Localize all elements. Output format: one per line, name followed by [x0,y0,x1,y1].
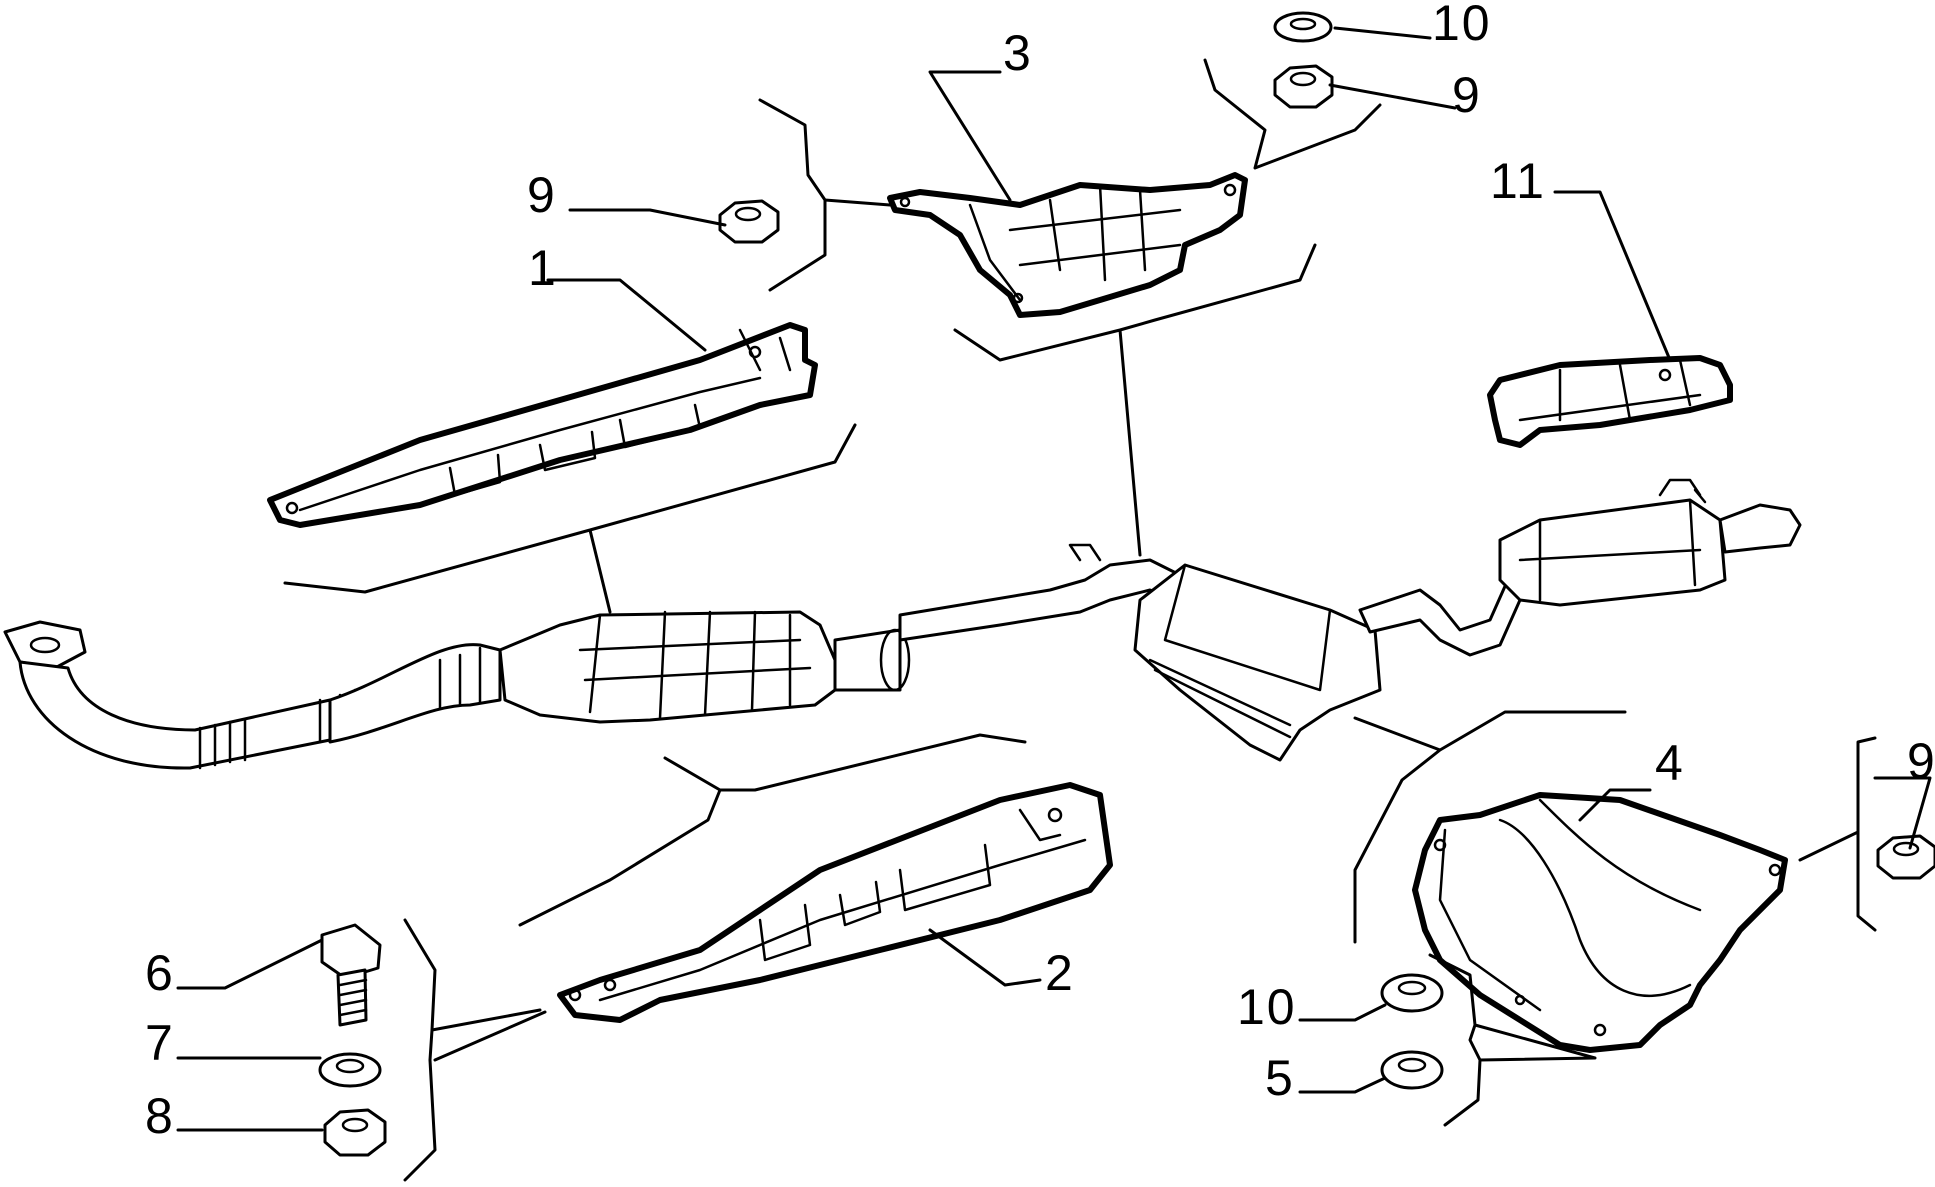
bolt-6 [320,923,382,1027]
nut-9-right [1876,834,1935,880]
washer-10-bottom [1380,973,1444,1013]
callout-2: 2 [1045,945,1075,1001]
leader-lines [176,26,1932,1182]
center-muffler [1133,563,1382,762]
catalytic-converter [498,610,837,724]
heat-shield-part-2 [557,782,1113,1023]
nut-9-top-right [1273,64,1334,109]
callout-7: 7 [145,1015,175,1071]
callout-labels: 1 2 3 4 5 6 7 8 9 9 9 10 10 11 [145,0,1935,1144]
washer-7 [318,1052,382,1088]
heat-shield-part-3 [887,172,1248,318]
exhaust-system [3,478,1802,770]
callout-10-bottom: 10 [1237,979,1297,1035]
heat-shield-part-4 [1412,792,1788,1053]
callout-10-top: 10 [1432,0,1492,51]
rear-muffler [1498,498,1727,607]
callout-11: 11 [1490,153,1546,209]
callout-5: 5 [1265,1050,1295,1106]
front-flange [3,620,87,670]
callout-4: 4 [1655,735,1685,791]
callout-6: 6 [145,945,175,1001]
callout-9-right: 9 [1907,733,1935,789]
callout-1: 1 [528,240,558,296]
washer-5 [1380,1050,1444,1090]
washer-10-top [1273,11,1333,43]
callout-9-top-right: 9 [1452,67,1482,123]
heat-shield-part-1 [267,322,818,528]
nut-9-top-left [718,199,780,244]
heat-shield-part-11 [1487,355,1733,448]
nut-8 [323,1108,387,1157]
callout-9-top-left: 9 [527,167,557,223]
callout-3: 3 [1003,25,1033,81]
callout-8: 8 [145,1088,175,1144]
down-pipe [18,660,332,770]
